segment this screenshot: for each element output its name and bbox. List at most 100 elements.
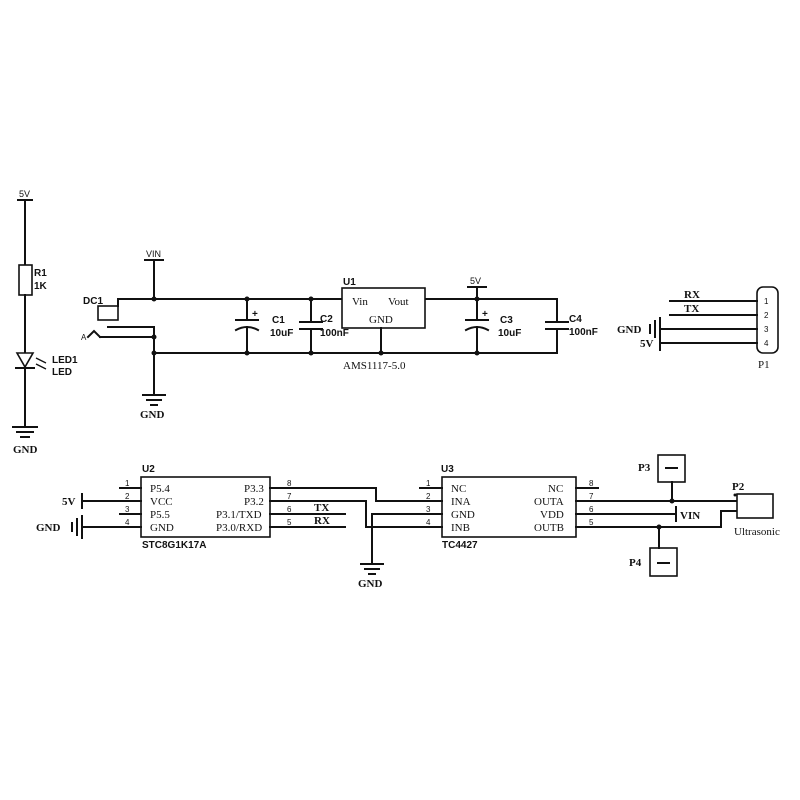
c1-value: 10uF xyxy=(270,328,293,339)
p1-pin-2: 2 xyxy=(764,311,769,320)
u3-pin4-name: INB xyxy=(451,522,470,534)
u1-pin-gnd: GND xyxy=(369,314,393,326)
u3-pin2-name: INA xyxy=(451,496,471,508)
net-label-rx-u2: RX xyxy=(314,515,330,527)
u3-pin2-num: 2 xyxy=(426,492,431,501)
u2-pin4-num: 4 xyxy=(125,518,130,527)
p1-pin-1: 1 xyxy=(764,297,769,306)
net-label-5v-top: 5V xyxy=(19,189,30,199)
led1-arrow-1 xyxy=(35,357,47,364)
p1-ref: P1 xyxy=(758,359,770,371)
wire-p32-inb xyxy=(269,500,421,528)
r1-value: 1K xyxy=(34,281,48,292)
net-label-tx-p1: TX xyxy=(684,303,699,315)
u3-pin6-name: VDD xyxy=(540,509,564,521)
net-label-gnd-led: GND xyxy=(13,444,38,456)
net-label-5v-p1: 5V xyxy=(640,338,654,350)
p2-ref: P2 xyxy=(732,481,745,493)
net-label-vin: VIN xyxy=(146,249,161,259)
u1-pin-vin: Vin xyxy=(352,296,368,308)
u3-pin8-name: NC xyxy=(548,483,563,495)
p1-pin-3: 3 xyxy=(764,325,769,334)
p1-pin-4: 4 xyxy=(764,339,769,348)
u2-pin2-name: VCC xyxy=(150,496,173,508)
u2-pin5-num: 5 xyxy=(287,518,292,527)
dc1-contact xyxy=(86,329,102,339)
p3-ref: P3 xyxy=(638,462,651,474)
led-branch: 5V R1 1K LED1 LED GND xyxy=(12,189,78,456)
u2-pin6-num: 6 xyxy=(287,505,292,514)
p1-body xyxy=(756,286,779,354)
p4-ref: P4 xyxy=(629,557,642,569)
u2-pin1-num: 1 xyxy=(125,479,130,488)
net-label-gnd-u2: GND xyxy=(36,522,61,534)
u3-pin1-name: NC xyxy=(451,483,466,495)
u3-body xyxy=(441,476,577,538)
c3-polarity: + xyxy=(482,309,488,320)
c2-ref: C2 xyxy=(320,314,333,325)
p2-body xyxy=(736,493,774,519)
u1-pin-vout: Vout xyxy=(388,296,409,308)
net-label-vin-u3: VIN xyxy=(680,510,700,522)
u2-pin5-name: P3.0/RXD xyxy=(216,522,262,534)
net-label-gnd-mid: GND xyxy=(358,578,383,590)
net-label-tx-u2: TX xyxy=(314,502,329,514)
u3-pin3-num: 3 xyxy=(426,505,431,514)
net-label-rx-p1: RX xyxy=(684,289,700,301)
u1-part: AMS1117-5.0 xyxy=(343,360,406,372)
led1-arrow-2 xyxy=(35,363,47,370)
wire-p33-ina xyxy=(269,487,421,502)
c1-polarity: + xyxy=(252,309,258,320)
u3-ref: U3 xyxy=(441,464,454,475)
u3-pin4-num: 4 xyxy=(426,518,431,527)
u3-pin6-num: 6 xyxy=(589,505,594,514)
u3-pin3-name: GND xyxy=(451,509,475,521)
u2-pin8-num: 8 xyxy=(287,479,292,488)
u3-pin7-num: 7 xyxy=(589,492,594,501)
output-section: VIN P3 P4 P2 Ultrasonic xyxy=(597,454,780,577)
dc1-ref: DC1 xyxy=(83,296,103,307)
u2-section: U2 STC8G1K17A 1 2 3 4 P5.4 VCC P5.5 GND … xyxy=(36,464,346,551)
u2-ref: U2 xyxy=(142,464,155,475)
u2-pin3-name: P5.5 xyxy=(150,509,170,521)
resistor-r1-body xyxy=(18,264,33,296)
dc1-jack-pin xyxy=(97,305,119,321)
u2-pin7-name: P3.2 xyxy=(244,496,264,508)
net-label-gnd-p1: GND xyxy=(617,324,642,336)
c2-value: 100nF xyxy=(320,328,349,339)
u3-pin7-name: OUTA xyxy=(534,496,564,508)
u3-pin1-num: 1 xyxy=(426,479,431,488)
c1-ref: C1 xyxy=(272,315,285,326)
u2-pin1-name: P5.4 xyxy=(150,483,170,495)
net-label-gnd-reg: GND xyxy=(140,409,165,421)
u2-part: STC8G1K17A xyxy=(142,540,206,551)
regulator-section: VIN DC1 A GND + xyxy=(81,249,598,421)
junction-vin xyxy=(151,296,157,302)
u3-pin5-num: 5 xyxy=(589,518,594,527)
u3-pin5-name: OUTB xyxy=(534,522,564,534)
u2-pin8-name: P3.3 xyxy=(244,483,264,495)
u2-pin2-num: 2 xyxy=(125,492,130,501)
p2-pin1-dot xyxy=(733,493,737,497)
r1-ref: R1 xyxy=(34,268,47,279)
u2-pin6-name: P3.1/TXD xyxy=(216,509,262,521)
u2-pin7-num: 7 xyxy=(287,492,292,501)
u3-section: U3 TC4427 1 2 3 4 NC INA GND INB NC OUTA… xyxy=(419,464,599,551)
u2-pin4-name: GND xyxy=(150,522,174,534)
dc1-pin-label: A xyxy=(81,333,87,342)
net-label-5v-reg: 5V xyxy=(470,276,481,286)
c3-value: 10uF xyxy=(498,328,521,339)
led1-ref: LED1 xyxy=(52,355,78,366)
c3-ref: C3 xyxy=(500,315,513,326)
u2-pin3-num: 3 xyxy=(125,505,130,514)
c4-value: 100nF xyxy=(569,327,598,338)
u3-part: TC4427 xyxy=(442,540,478,551)
u1-body xyxy=(341,287,426,329)
u2-body xyxy=(140,476,271,538)
led1-value: LED xyxy=(52,367,72,378)
c4-ref: C4 xyxy=(569,314,582,325)
u1-ref: U1 xyxy=(343,277,356,288)
u2-u3-interconnect: GND xyxy=(269,487,421,590)
